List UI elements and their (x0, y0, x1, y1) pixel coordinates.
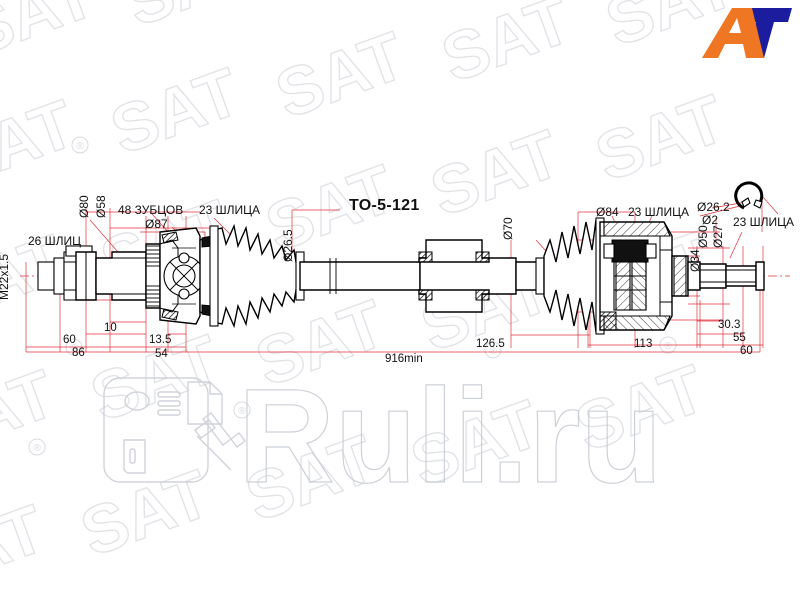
dim-126-5: 126.5 (476, 338, 505, 350)
svg-text:®: ® (238, 406, 246, 417)
dia-87: Ø87 (145, 217, 168, 231)
dim-13-5: 13.5 (149, 334, 171, 346)
right-stub-shaft (671, 255, 765, 297)
left-threaded-end (37, 245, 97, 301)
dim-54: 54 (155, 348, 168, 360)
dia-84: Ø84 (596, 205, 619, 219)
circlip-detail (734, 181, 764, 210)
part-geometry (37, 181, 765, 335)
dim-10: 10 (104, 322, 117, 334)
dia-50: Ø50 (696, 225, 710, 248)
label-23-spline-outer: 23 ШЛИЦА (199, 203, 260, 217)
dia-58: Ø58 (94, 195, 108, 218)
svg-text:®: ® (76, 141, 84, 152)
dim-916min: 916min (385, 353, 423, 365)
dim-60-left: 60 (63, 334, 76, 346)
dim-30-3: 30.3 (718, 319, 740, 331)
dia-80: Ø80 (77, 195, 91, 218)
label-thread-m22: M22x1.5 (0, 254, 11, 300)
dia-27: Ø27 (711, 225, 725, 248)
label-23-spline-inner-right: 23 ШЛИЦА (733, 215, 794, 229)
dia-34: Ø34 (688, 249, 702, 272)
label-48-teeth: 48 ЗУБЦОВ (118, 203, 183, 217)
label-26-spline: 26 ШЛИЦ (28, 234, 81, 248)
dim-86: 86 (72, 347, 85, 359)
part-number: TO-5-121 (349, 197, 420, 214)
dim-113: 113 (634, 338, 652, 350)
watermark-site-text: Ruli.ru (238, 362, 662, 511)
drawing-text: TO-5-121 M22x1.5 26 ШЛИЦ Ø80 Ø58 48 ЗУБЦ… (0, 195, 794, 365)
dia-2: Ø2 (702, 213, 718, 227)
dia-70: Ø70 (501, 217, 515, 240)
dia-26-2: Ø26.2 (697, 200, 730, 214)
svg-text:®: ® (664, 341, 672, 352)
dia-26-5: Ø26.5 (281, 229, 295, 262)
svg-text:®: ® (33, 443, 41, 454)
watermark-doc-icon (187, 381, 246, 471)
svg-text:®: ® (70, 343, 78, 354)
svg-text:®: ® (489, 346, 497, 357)
logo-letter-a (702, 8, 764, 58)
center-bearing (418, 239, 490, 313)
label-23-spline-inner-left: 23 ШЛИЦА (628, 205, 689, 219)
dim-55: 55 (733, 332, 746, 344)
watermark-glyph-icon (103, 377, 209, 483)
inner-tripod-joint (599, 221, 673, 331)
dim-60-right: 60 (740, 345, 753, 357)
